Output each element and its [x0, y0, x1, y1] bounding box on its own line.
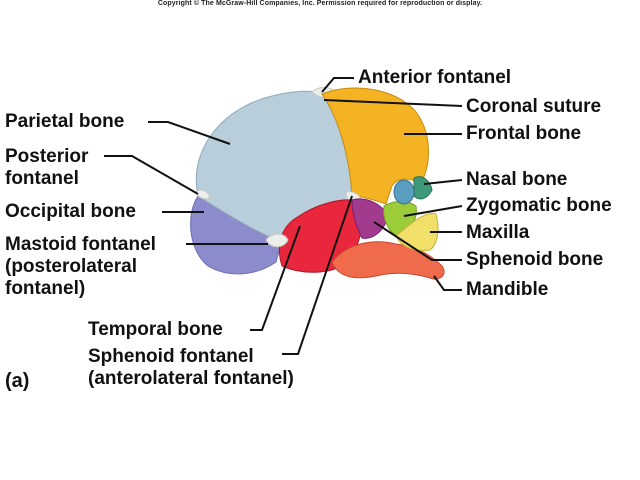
posterior-fontanel: [195, 189, 211, 200]
leader-mandible: [433, 275, 462, 291]
orbit: [393, 179, 415, 205]
leader-nasal-bone: [423, 179, 463, 185]
copyright-notice: Copyright © The McGraw-Hill Companies, I…: [157, 0, 483, 7]
leader-parietal-bone: [148, 121, 231, 145]
label-mastoid-fontanel-line3: fontanel): [5, 278, 86, 299]
label-mastoid-fontanel-line1: Mastoid fontanel: [5, 234, 156, 255]
leader-sphenoid-bone: [373, 221, 462, 261]
leader-lines: [104, 77, 463, 355]
panel-label: (a): [5, 370, 30, 392]
leader-anterior-fontanel: [321, 77, 354, 93]
label-posterior-fontanel: Posterior fontanel: [5, 146, 88, 190]
label-sphenoid-bone: Sphenoid bone: [466, 249, 604, 270]
label-nasal-bone: Nasal bone: [466, 169, 568, 190]
label-sphenoid-fontanel-line2: (anterolateral fontanel): [88, 368, 294, 389]
label-temporal-bone: Temporal bone: [88, 319, 223, 340]
label-frontal-bone: Frontal bone: [466, 123, 582, 144]
mandible: [331, 241, 445, 280]
label-parietal-bone: Parietal bone: [5, 111, 125, 132]
maxilla: [395, 212, 439, 251]
label-posterior-fontanel-line1: Posterior: [5, 146, 89, 167]
label-mastoid-fontanel: Mastoid fontanel (posterolateral fontane…: [5, 234, 156, 300]
leader-sphenoid-fontanel: [282, 195, 353, 355]
label-sphenoid-fontanel: Sphenoid fontanel (anterolateral fontane…: [88, 346, 294, 390]
sphenoid-bone: [351, 198, 389, 239]
leader-zygomatic-bone: [403, 205, 463, 217]
frontal-bone: [321, 87, 429, 205]
label-occipital-bone: Occipital bone: [5, 201, 136, 222]
mastoid-fontanel: [265, 233, 289, 248]
leader-posterior-fontanel: [104, 155, 199, 195]
leader-temporal-bone: [250, 225, 301, 331]
leader-coronal-suture: [323, 99, 463, 107]
label-posterior-fontanel-line2: fontanel: [5, 168, 79, 189]
nasal-bone: [413, 176, 433, 200]
label-mandible: Mandible: [466, 279, 549, 300]
label-zygomatic-bone: Zygomatic bone: [466, 195, 612, 216]
label-maxilla: Maxilla: [466, 222, 530, 243]
label-anterior-fontanel: Anterior fontanel: [358, 67, 512, 88]
label-coronal-suture: Coronal suture: [466, 96, 602, 117]
label-sphenoid-fontanel-line1: Sphenoid fontanel: [88, 346, 254, 367]
label-mastoid-fontanel-line2: (posterolateral: [5, 256, 137, 277]
